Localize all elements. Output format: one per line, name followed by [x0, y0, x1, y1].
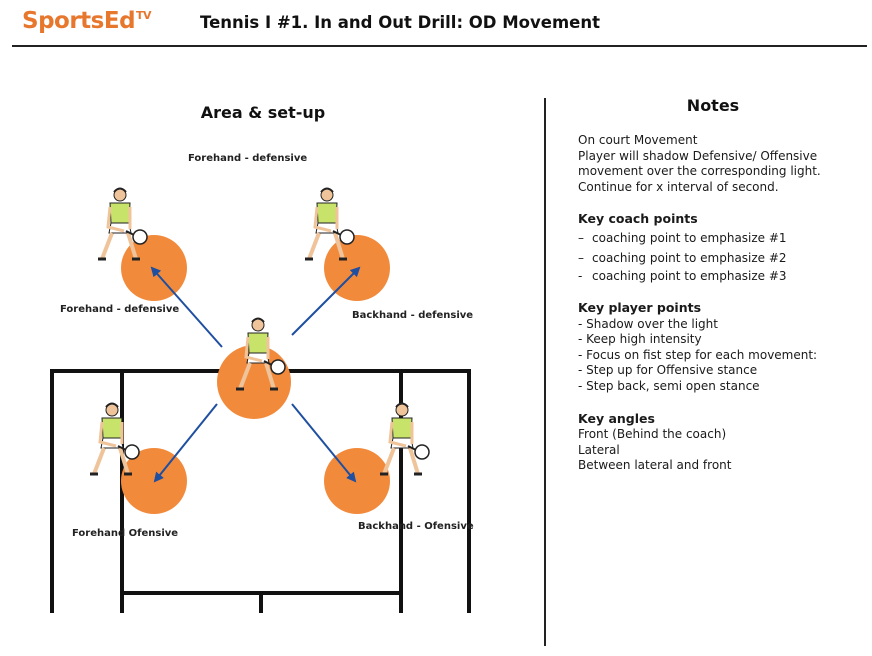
dash-glyph: – [578, 230, 584, 245]
label-backhand-offensive: Backhand - Ofensive [358, 521, 474, 532]
player-point: - Shadow over the light [578, 316, 718, 331]
intro-line: Player will shadow Defensive/ Offensive [578, 148, 818, 163]
logo-superscript: TV [136, 9, 152, 22]
target-backhand-offensive [324, 448, 390, 514]
coach-points-heading: Key coach points [578, 211, 698, 227]
intro-line: movement over the corresponding light. [578, 164, 821, 179]
label-forehand-defensive: Forehand - defensive [60, 304, 180, 315]
player-point: - Focus on fist step for each movement: [578, 347, 818, 362]
coach-point: -coaching point to emphasize #3 [578, 268, 868, 284]
intro-line: On court Movement [578, 133, 698, 147]
intro-line: Continue for x interval of second. [578, 179, 779, 194]
coach-point-text: coaching point to emphasize #2 [592, 250, 787, 265]
label-backhand-defensive: Backhand - defensive [352, 310, 474, 321]
target-backhand-defensive [324, 235, 390, 301]
arrow-to-forehand-defensive [150, 266, 223, 348]
angle-item: Lateral [578, 442, 620, 457]
coach-point: –coaching point to emphasize #2 [578, 248, 868, 268]
column-divider [544, 98, 546, 646]
player-backhand-offensive [378, 401, 431, 476]
coach-point-text: coaching point to emphasize #1 [592, 230, 787, 245]
coach-point-text: coaching point to emphasize #3 [592, 268, 787, 283]
label-forehand-offensive: Forehand Ofensive [72, 528, 179, 539]
player-points-heading: Key player points [578, 299, 702, 315]
area-setup-title: Area & set-up [200, 103, 326, 122]
drill-diagram [50, 186, 471, 613]
player-point: - Step back, semi open stance [578, 378, 760, 393]
key-angles-heading: Key angles [578, 410, 655, 426]
player-point: - Step up for Offensive stance [578, 363, 758, 378]
player-point: - Keep high intensity [578, 332, 702, 347]
header-divider [12, 45, 867, 47]
dash-glyph: - [578, 268, 583, 283]
dash-glyph: – [578, 250, 584, 265]
player-figures [88, 186, 431, 476]
arrow-to-backhand-defensive [291, 266, 361, 336]
logo-text: SportsEd [22, 8, 136, 34]
angle-item: Between lateral and front [578, 458, 732, 473]
sportsed-logo[interactable]: SportsEdTV [22, 8, 152, 34]
notes-title: Notes [686, 96, 740, 115]
page-header: SportsEdTV Tennis I #1. In and Out Drill… [0, 0, 872, 48]
movement-arrows [150, 266, 361, 483]
label-top: Forehand - defensive [188, 153, 308, 164]
notes-panel: On court Movement Player will shadow Def… [578, 133, 868, 474]
arrow-to-backhand-offensive [291, 403, 357, 483]
document-title: Tennis I #1. In and Out Drill: OD Moveme… [200, 13, 600, 32]
angle-item: Front (Behind the coach) [578, 427, 727, 442]
coach-point: –coaching point to emphasize #1 [578, 228, 868, 248]
arrow-to-forehand-offensive [153, 403, 218, 483]
